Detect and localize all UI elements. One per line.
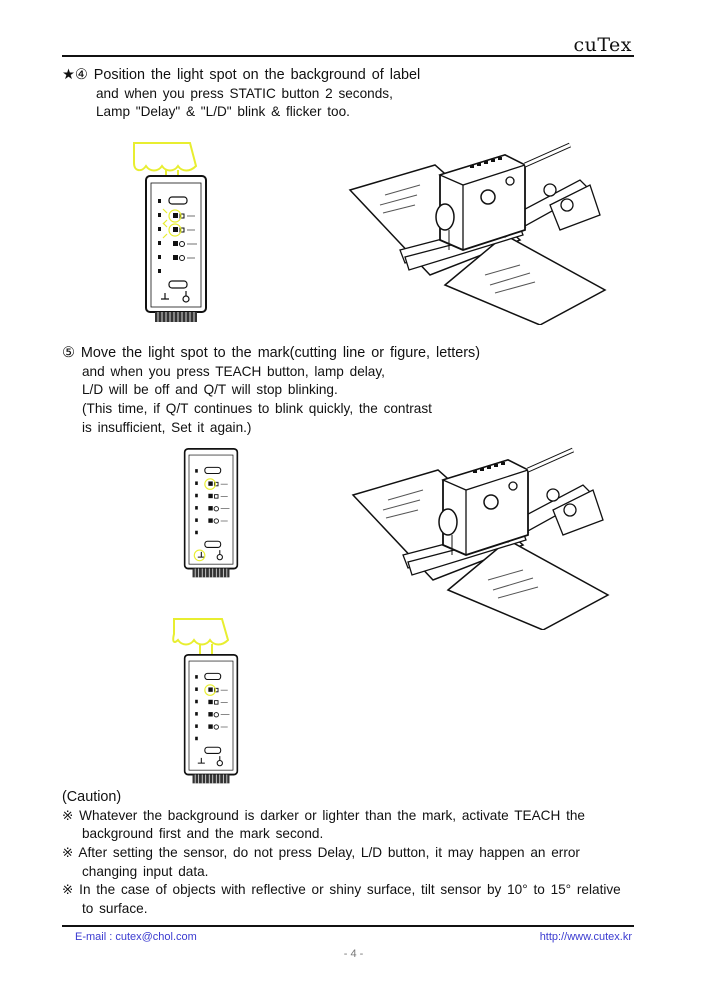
step4-text: and when you press STATIC button 2 secon… [96,86,393,101]
caution-item-cont: background first and the mark second. [82,826,324,841]
step5-text: and when you press TEACH button, lamp de… [82,364,385,379]
footer-email-link[interactable]: E-mail : cutex@chol.com [75,931,197,943]
blinking-lamp-icon [193,478,216,562]
header-rule [62,55,634,57]
page-number: - 4 - [343,948,364,960]
caution-item: ※ Whatever the background is darker or l… [62,808,585,823]
step4-text: Lamp "Delay" & "L/D" blink & flicker too… [96,104,350,119]
pressing-finger-icon [172,618,230,674]
blinking-lamp-icon [204,684,216,696]
step5-text: L/D will be off and Q/T will stop blinki… [82,382,338,397]
footer-website-link[interactable]: http://www.cutex.kr [539,931,632,943]
sensor-on-label-illustration [345,135,615,325]
step5-text: is insufficient, Set it again.) [82,420,252,435]
caution-item-cont: to surface. [82,901,148,916]
step4-heading: ★④ Position the light spot on the backgr… [62,67,421,83]
brand-logo: cuTex [573,34,632,56]
sensor-control-panel [183,654,239,786]
step5-text: (This time, if Q/T continues to blink qu… [82,401,432,416]
footer-rule [62,925,634,927]
caution-item-cont: changing input data. [82,864,209,879]
step5-heading: ⑤ Move the light spot to the mark(cuttin… [62,345,481,361]
sensor-on-mark-illustration [348,440,618,630]
caution-item: ※ After setting the sensor, do not press… [62,845,580,860]
sensor-control-panel [183,448,239,580]
blinking-lamp-icon [162,208,182,239]
sensor-control-panel [145,175,207,325]
caution-item: ※ In the case of objects with reflective… [62,882,621,897]
caution-title: (Caution) [62,789,122,805]
